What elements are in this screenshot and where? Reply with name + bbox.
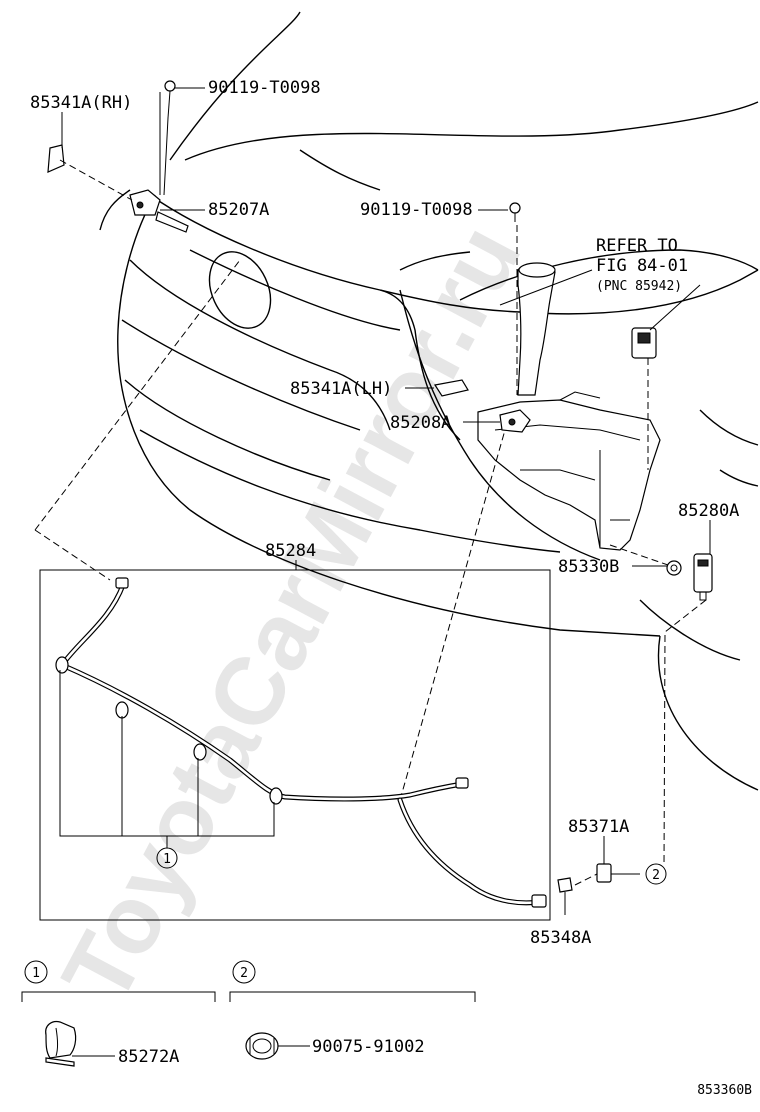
label-90119-mid: 90119-T0098	[360, 200, 473, 220]
legend-section-1: 1 85272A	[21, 960, 216, 1067]
label-refer-line3: (PNC 85942)	[596, 279, 682, 294]
label-85371a: 85371A	[568, 817, 629, 837]
label-85330b: 85330B	[558, 557, 619, 577]
assembly-lines	[34, 159, 707, 886]
label-refer-line2: FIG 84-01	[596, 256, 688, 276]
label-85284: 85284	[265, 541, 316, 561]
legend-1-number: 1	[32, 966, 40, 981]
callout-1-text: 1	[163, 852, 171, 867]
washer-tank	[477, 391, 661, 551]
label-85208a: 85208A	[390, 413, 451, 433]
clip-85272a-icon	[45, 1020, 77, 1067]
screw-90119-top	[159, 80, 176, 196]
callout-1: 1	[156, 847, 178, 869]
label-85207a: 85207A	[208, 200, 269, 220]
nozzle-cap-rh	[47, 144, 65, 173]
leader-lines	[61, 87, 711, 915]
washer-pump	[631, 327, 657, 359]
clip-marks	[55, 656, 283, 805]
label-90075-91002: 90075-91002	[312, 1037, 425, 1057]
vehicle-body-outline	[99, 11, 759, 791]
hose-assembly-box	[39, 560, 551, 921]
washer-nozzle-85207a	[129, 189, 189, 233]
connector-85348a	[557, 877, 573, 893]
label-90119-top: 90119-T0098	[208, 78, 321, 98]
diagram-id: 853360B	[697, 1083, 752, 1098]
hose-joint-85371a	[596, 863, 612, 883]
level-switch-85280a	[693, 553, 713, 601]
legend-section-2: 2 90075-91002	[229, 960, 476, 1060]
screw-90119-mid	[509, 202, 521, 222]
legend-2-number: 2	[240, 966, 248, 981]
label-85280a: 85280A	[678, 501, 739, 521]
grommet-85330b	[666, 560, 682, 576]
callout-2: 2	[645, 863, 667, 885]
washer-filler-neck	[517, 262, 556, 396]
clamp-90075-icon	[245, 1032, 279, 1060]
callout-2-text: 2	[652, 868, 660, 883]
label-85341a-rh: 85341A(RH)	[30, 93, 132, 113]
label-85348a: 85348A	[530, 928, 591, 948]
nozzle-cap-lh	[434, 379, 469, 397]
label-refer-line1: REFER TO	[596, 236, 678, 256]
label-85272a: 85272A	[118, 1047, 179, 1067]
label-85341a-lh: 85341A(LH)	[290, 379, 392, 399]
washer-nozzle-85208a	[499, 409, 531, 433]
